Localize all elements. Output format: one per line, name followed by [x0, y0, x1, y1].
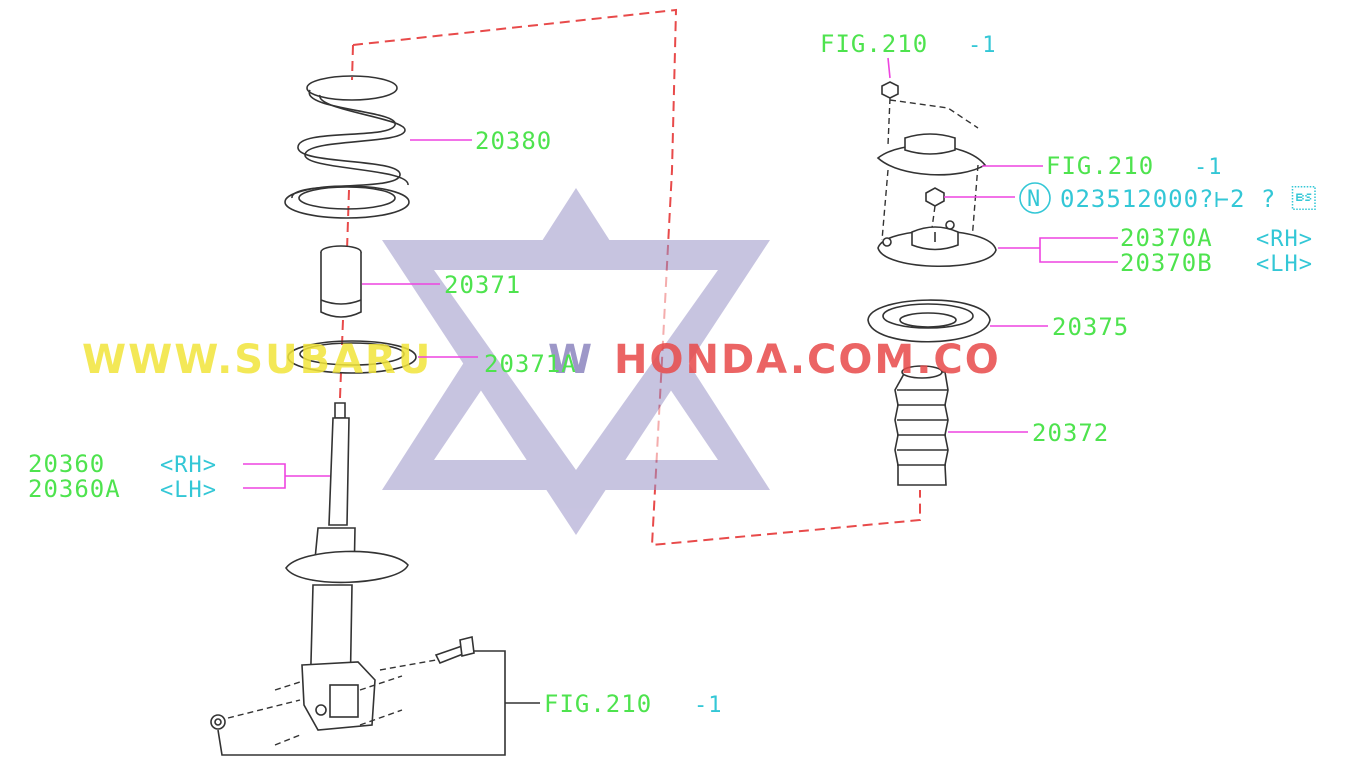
- label-spring-seat: 20371A: [484, 350, 577, 378]
- mount-nut: [925, 187, 945, 229]
- top-cover: [876, 133, 987, 241]
- spring-seat-rubber: [287, 340, 417, 374]
- label-upper-seat: 20375: [1052, 313, 1129, 341]
- label-fig-top[interactable]: FIG.210: [820, 30, 928, 58]
- label-nut-code: 023512000?⊢2 ? : [1060, 185, 1317, 213]
- upper-spring-seat: [867, 299, 991, 343]
- label-mount-rh-side: <RH>: [1256, 227, 1313, 252]
- nut-code-badge: [1019, 182, 1051, 214]
- label-fig-bottom[interactable]: FIG.210: [544, 690, 652, 718]
- strut-mount: [877, 220, 997, 268]
- strut-bolts: [210, 636, 475, 730]
- upper-nut: [881, 81, 979, 146]
- label-fig-bottom-suffix: -1: [694, 693, 723, 718]
- label-mount-lh-side: <LH>: [1256, 252, 1313, 277]
- label-mount-lh: 20370B: [1120, 249, 1213, 277]
- label-coil-spring: 20380: [475, 127, 552, 155]
- label-fig-mid[interactable]: FIG.210: [1046, 152, 1154, 180]
- label-fig-mid-suffix: -1: [1194, 155, 1223, 180]
- leader-lines: [217, 57, 1118, 756]
- watermark-url-mid: W: [548, 337, 594, 383]
- label-strut-rh: 20360: [28, 450, 105, 478]
- label-strut-rh-side: <RH>: [160, 453, 217, 478]
- watermark-url-right: HONDA.COM.CO: [614, 337, 1001, 383]
- bump-stop: [320, 245, 362, 318]
- label-strut-lh-side: <LH>: [160, 478, 217, 503]
- coil-spring: [284, 75, 410, 219]
- watermark-star-logo: [382, 188, 770, 535]
- nut-code-badge-letter: N: [1027, 187, 1040, 212]
- label-dust-boot: 20372: [1032, 419, 1109, 447]
- label-mount-rh: 20370A: [1120, 224, 1213, 252]
- assembly-guide-centerline: [339, 44, 354, 399]
- label-bump-stop: 20371: [444, 271, 521, 299]
- label-fig-top-suffix: -1: [968, 33, 997, 58]
- label-strut-lh: 20360A: [28, 475, 121, 503]
- watermark-url-left: WWW.SUBARU: [82, 337, 432, 383]
- strut-assembly: [274, 402, 409, 746]
- dust-boot: [894, 365, 949, 486]
